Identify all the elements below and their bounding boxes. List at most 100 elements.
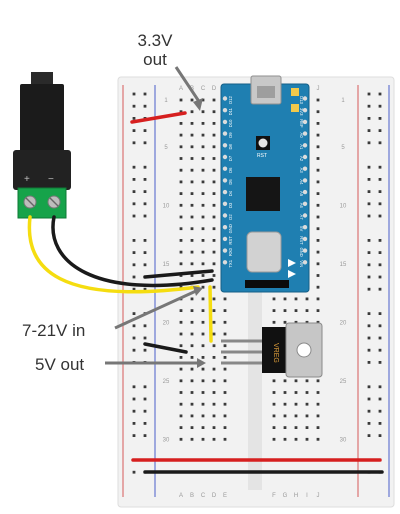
callout-3v3-line1: 3.3V — [138, 31, 174, 50]
rail-hole — [143, 92, 147, 96]
breadboard-hole — [212, 227, 216, 231]
wire-yellow-jumper — [208, 285, 213, 343]
rail-hole — [378, 141, 382, 145]
rail-hole — [367, 214, 371, 218]
barrel-jack-tip — [31, 72, 53, 86]
nano-pin-pad — [302, 201, 308, 206]
breadboard-hole — [223, 414, 227, 418]
rail-hole — [132, 214, 136, 218]
breadboard-hole — [201, 426, 205, 429]
rail-hole — [132, 263, 136, 267]
nano-pin-label: GND — [228, 224, 233, 233]
breadboard-hole — [212, 168, 216, 172]
nano-pin-pad — [222, 260, 228, 265]
breadboard-hole — [283, 320, 287, 324]
rail-hole — [132, 239, 136, 242]
breadboard-hole — [190, 227, 194, 231]
breadboard-hole — [201, 168, 205, 172]
breadboard-hole — [201, 145, 205, 149]
rail-hole — [143, 287, 147, 291]
arduino-nano: RST D12D11D10D9D8D7D6D5D4D3D2GNDRSTRX0TX… — [220, 75, 310, 293]
column-label: F — [272, 493, 276, 499]
rail-hole — [367, 409, 371, 413]
breadboard-hole — [212, 250, 216, 254]
breadboard-hole — [316, 426, 320, 429]
rail-hole — [367, 178, 371, 181]
breadboard-hole — [316, 402, 320, 406]
row-label: 30 — [340, 437, 347, 443]
wire-black-short-lower — [143, 342, 188, 354]
breadboard-hole — [294, 402, 298, 406]
column-label: E — [223, 493, 227, 499]
row-label: 1 — [341, 98, 345, 104]
breadboard-hole — [212, 426, 216, 429]
rail-hole — [132, 336, 136, 340]
rail-hole — [132, 348, 136, 352]
breadboard-hole — [201, 157, 205, 160]
nano-pin-pad — [222, 154, 228, 160]
nano-pin-label: A4 — [299, 179, 304, 185]
rail-hole — [367, 348, 371, 352]
breadboard-hole — [294, 437, 298, 441]
breadboard-hole — [272, 437, 276, 441]
breadboard-hole — [179, 98, 183, 102]
row-label: 20 — [163, 320, 170, 326]
rail-hole — [132, 422, 136, 425]
breadboard-hole — [212, 414, 216, 418]
breadboard-hole — [272, 426, 276, 429]
rail-hole — [367, 239, 371, 242]
rail-hole — [378, 361, 382, 364]
rail-hole — [143, 336, 147, 340]
nano-pin-pad — [302, 166, 308, 171]
nano-pin-pad — [302, 154, 308, 160]
nano-pin-pad — [302, 143, 308, 148]
nano-pin-label: 5V — [299, 226, 304, 231]
rail-hole — [143, 190, 147, 193]
breadboard-hole — [190, 250, 194, 254]
breadboard-hole — [283, 426, 287, 429]
nano-pin-label: RX0 — [228, 247, 233, 256]
breadboard-hole — [316, 437, 320, 441]
breadboard-hole — [316, 133, 320, 137]
row-label: 20 — [340, 320, 347, 326]
breadboard-hole — [316, 215, 320, 219]
rail-hole — [143, 202, 147, 206]
callout-vin-line — [114, 289, 197, 330]
breadboard-hole — [201, 133, 205, 137]
breadboard-hole — [179, 332, 183, 336]
regulator-mount-hole — [296, 342, 312, 358]
nano-pin-label: RST — [228, 236, 233, 245]
nano-pin-label: VIN — [299, 260, 304, 267]
breadboard-hole — [212, 344, 216, 348]
rail-hole — [378, 92, 382, 96]
nano-pin-pad — [222, 213, 228, 218]
rail-hole — [378, 287, 382, 291]
breadboard-hole — [212, 157, 216, 160]
breadboard-hole — [190, 180, 194, 184]
breadboard-hole — [179, 168, 183, 172]
breadboard-hole — [223, 320, 227, 324]
breadboard-hole — [179, 250, 183, 254]
breadboard-hole — [316, 180, 320, 184]
breadboard-hole — [272, 414, 276, 418]
rail-hole — [132, 92, 136, 96]
rail-hole — [132, 104, 136, 108]
rail-hole — [132, 287, 136, 291]
rail-hole — [367, 422, 371, 425]
nano-pin-label: REF — [299, 119, 304, 128]
rail-hole — [378, 263, 382, 267]
breadboard-hole — [316, 379, 320, 383]
voltage-regulator: VREG — [221, 322, 323, 378]
breadboard-hole — [223, 344, 227, 348]
rail-hole — [132, 129, 136, 132]
callout-vin-arrowhead — [193, 286, 203, 296]
breadboard-hole — [201, 414, 205, 418]
breadboard-hole — [316, 262, 320, 266]
callout-vin-label: 7-21V in — [22, 321, 85, 340]
row-label: 1 — [164, 98, 168, 104]
nano-pin-label: GND — [299, 247, 304, 256]
breadboard-hole — [190, 145, 194, 149]
rail-hole — [143, 214, 147, 218]
